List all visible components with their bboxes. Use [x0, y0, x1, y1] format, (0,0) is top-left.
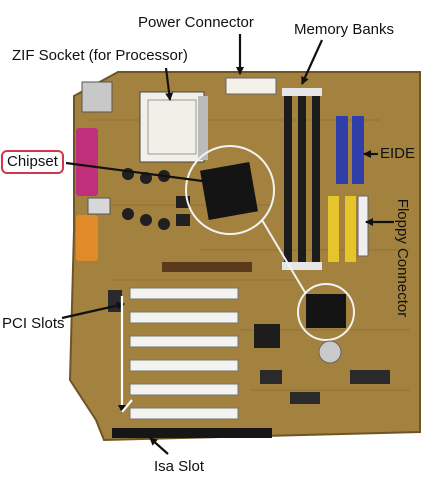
floppy-header [357, 195, 369, 257]
label-power-connector: Power Connector [138, 14, 254, 31]
pci-slot [129, 335, 239, 348]
zif-lever [198, 96, 208, 160]
pci-slot-white-arrows [118, 296, 133, 413]
label-pci-slots: PCI Slots [2, 315, 65, 332]
pci-slot [129, 407, 239, 420]
chipset-northbridge [200, 162, 258, 220]
memory-slot [298, 96, 306, 262]
memory-slot [312, 96, 320, 262]
isa-slot [112, 428, 272, 438]
label-eide: EIDE [380, 145, 416, 162]
eide-connector [352, 116, 364, 184]
zif-socket-arrow [164, 67, 174, 101]
pci-slot [129, 311, 239, 324]
chipset-link-line [261, 219, 307, 295]
southbridge-highlight-circle [297, 283, 355, 341]
bios-chip [254, 324, 280, 348]
floppy-connector [328, 196, 339, 262]
chipset-highlight-circle [185, 145, 275, 235]
pci-slot [129, 383, 239, 396]
memory-clips-bottom [282, 262, 322, 270]
cmos-battery [318, 340, 342, 364]
label-zif-socket: ZIF Socket (for Processor) [12, 47, 188, 64]
io-ports-top [81, 81, 113, 113]
chipset-arrow [65, 161, 211, 186]
floppy-connector [345, 196, 356, 262]
label-isa-slot: Isa Slot [154, 458, 205, 475]
label-chipset: Chipset [1, 150, 64, 174]
eide-connector [336, 116, 348, 184]
memory-banks-arrow [300, 39, 324, 85]
memory-slot [284, 96, 292, 262]
agp-slot [162, 262, 252, 272]
zif-socket [139, 91, 205, 163]
io-ports-bottom [87, 197, 111, 215]
parallel-port [76, 128, 98, 196]
power-connector [225, 77, 277, 95]
label-floppy-connector: Floppy Connector [394, 198, 411, 318]
chipset-southbridge [306, 294, 346, 328]
pci-slots-arrow [61, 301, 125, 320]
pci-slot [129, 359, 239, 372]
serial-port [76, 215, 98, 261]
callout-arrows [61, 34, 394, 455]
label-memory-banks: Memory Banks [294, 21, 395, 38]
isa-slot-arrow [149, 437, 169, 455]
pci-slot [129, 287, 239, 300]
memory-clips-top [282, 88, 322, 96]
